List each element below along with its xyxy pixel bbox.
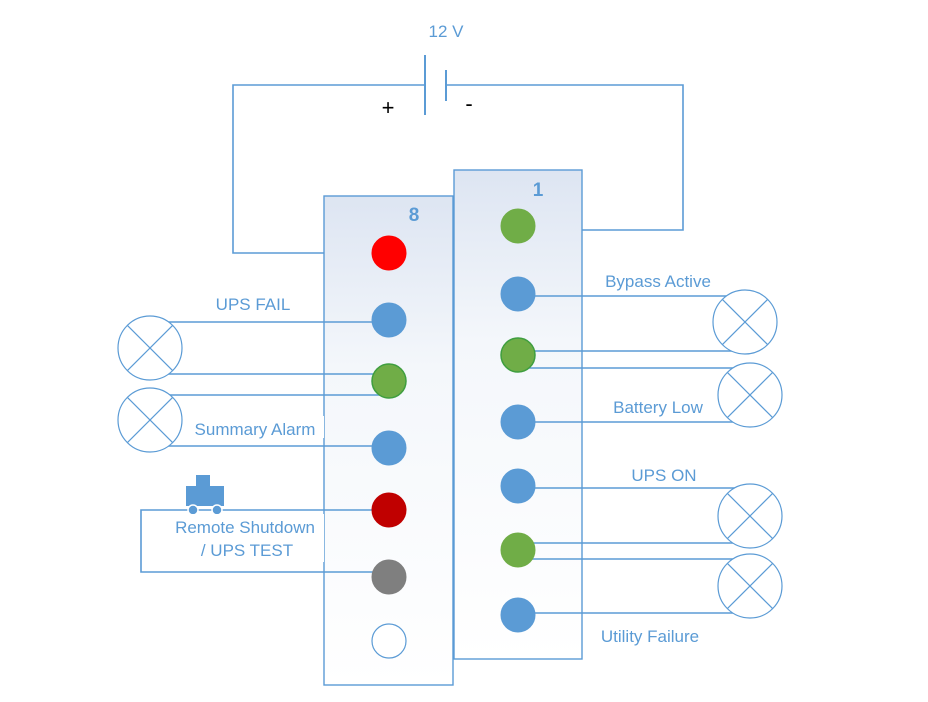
left-pin-4	[371, 430, 407, 466]
utility-failure-label: Utility Failure	[601, 627, 699, 646]
battery-plus-sign: +	[382, 95, 395, 120]
left-pin-7	[371, 623, 407, 659]
left-wiring	[140, 321, 389, 573]
summary-alarm-label: Summary Alarm	[195, 420, 316, 439]
battery-circuit: 12 V + -	[232, 22, 684, 254]
terminal-block-left-number: 8	[409, 205, 420, 226]
lamp-battery-low	[717, 362, 783, 428]
right-pin-7	[500, 597, 536, 633]
right-pins	[500, 208, 536, 633]
remote-shutdown-wire	[140, 509, 389, 573]
battery-positive-wire	[232, 84, 425, 254]
right-pin-6	[500, 532, 536, 568]
terminal-block-right-number: 1	[533, 180, 544, 201]
left-pins	[371, 235, 407, 659]
left-pin-2	[371, 302, 407, 338]
lamp-ups-fail	[117, 315, 183, 381]
left-pin-3	[371, 363, 407, 399]
right-pin-2	[500, 276, 536, 312]
right-pin-4	[500, 404, 536, 440]
lamp-utility-failure	[717, 553, 783, 619]
right-pin-3	[500, 337, 536, 373]
push-button-switch-icon	[186, 475, 224, 516]
battery-minus-sign: -	[465, 91, 472, 116]
right-wiring	[518, 295, 750, 614]
lamp-ups-on	[717, 483, 783, 549]
ups-on-label: UPS ON	[631, 466, 696, 485]
lamp-summary-alarm	[117, 387, 183, 453]
remote-shutdown-label-bg	[164, 514, 324, 562]
ups-fail-label: UPS FAIL	[216, 295, 291, 314]
battery-voltage-label: 12 V	[429, 22, 465, 41]
bypass-active-label: Bypass Active	[605, 272, 711, 291]
battery-low-label: Battery Low	[613, 398, 703, 417]
left-pin-5	[371, 492, 407, 528]
battery-negative-wire	[446, 84, 684, 231]
summary-alarm-label-bg	[186, 416, 324, 438]
right-pin-5	[500, 468, 536, 504]
left-pin-1	[371, 235, 407, 271]
right-pin-1	[500, 208, 536, 244]
left-pin-6	[371, 559, 407, 595]
remote-shutdown-label-line2: / UPS TEST	[201, 541, 293, 560]
remote-shutdown-label-line1: Remote Shutdown	[175, 518, 315, 537]
lamp-bypass-active	[712, 289, 778, 355]
